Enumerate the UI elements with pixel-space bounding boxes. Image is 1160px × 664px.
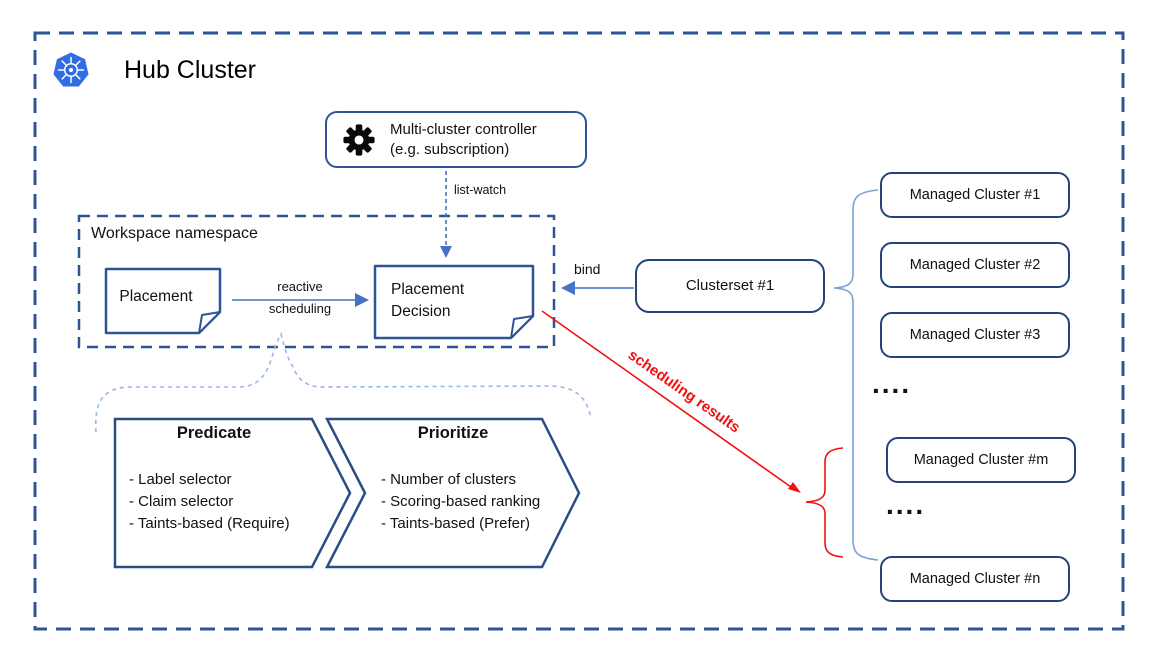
reactive-label-line2: scheduling — [268, 301, 332, 316]
predicate-item-1: - Label selector — [129, 471, 232, 488]
placement-label: Placement — [119, 287, 193, 305]
managed-cluster-label: Managed Cluster #2 — [909, 257, 1041, 273]
prioritize-item-2: - Scoring-based ranking — [381, 493, 541, 510]
managed-cluster-box-n: Managed Cluster #n — [880, 556, 1070, 602]
controller-label: Multi-cluster controller (e.g. subscript… — [390, 121, 537, 158]
managed-cluster-label: Managed Cluster #n — [909, 571, 1041, 587]
clusterset-label: Clusterset #1 — [685, 277, 775, 295]
controller-box: Multi-cluster controller (e.g. subscript… — [325, 111, 587, 168]
ellipsis-dots-2: .... — [886, 489, 926, 520]
predicate-title: Predicate — [176, 424, 252, 442]
kubernetes-icon — [53, 52, 89, 88]
workspace-namespace-label: Workspace namespace — [91, 225, 258, 242]
bind-arrow — [561, 281, 634, 295]
ellipsis-dots-1: .... — [872, 368, 912, 399]
predicate-item-2: - Claim selector — [129, 493, 234, 510]
prioritize-item-1: - Number of clusters — [381, 471, 517, 488]
managed-cluster-label: Managed Cluster #1 — [909, 187, 1041, 203]
prioritize-item-3: - Taints-based (Prefer) — [381, 515, 530, 532]
managed-cluster-box-2: Managed Cluster #2 — [880, 242, 1070, 288]
managed-cluster-label: Managed Cluster #3 — [909, 327, 1041, 343]
managed-cluster-label: Managed Cluster #m — [913, 452, 1049, 468]
managed-cluster-box-m: Managed Cluster #m — [886, 437, 1076, 483]
bind-label: bind — [574, 261, 601, 277]
scheduling-results-arrow — [541, 310, 801, 493]
placement-decision-label: Placement Decision — [391, 281, 465, 320]
list-watch-arrow — [440, 171, 452, 258]
prioritize-title: Prioritize — [417, 424, 489, 442]
managed-cluster-box-1: Managed Cluster #1 — [880, 172, 1070, 218]
managed-cluster-box-3: Managed Cluster #3 — [880, 312, 1070, 358]
scheduling-results-brace — [805, 447, 844, 558]
reactive-label-line1: reactive — [277, 279, 323, 294]
scheduling-results-label: scheduling results — [624, 346, 744, 437]
gear-icon — [342, 123, 376, 157]
phases-brace — [94, 331, 592, 433]
page-title: Hub Cluster — [124, 56, 256, 84]
predicate-item-3: - Taints-based (Require) — [129, 515, 290, 532]
clusterset-box: Clusterset #1 — [635, 259, 825, 313]
list-watch-label: list-watch — [454, 183, 507, 197]
